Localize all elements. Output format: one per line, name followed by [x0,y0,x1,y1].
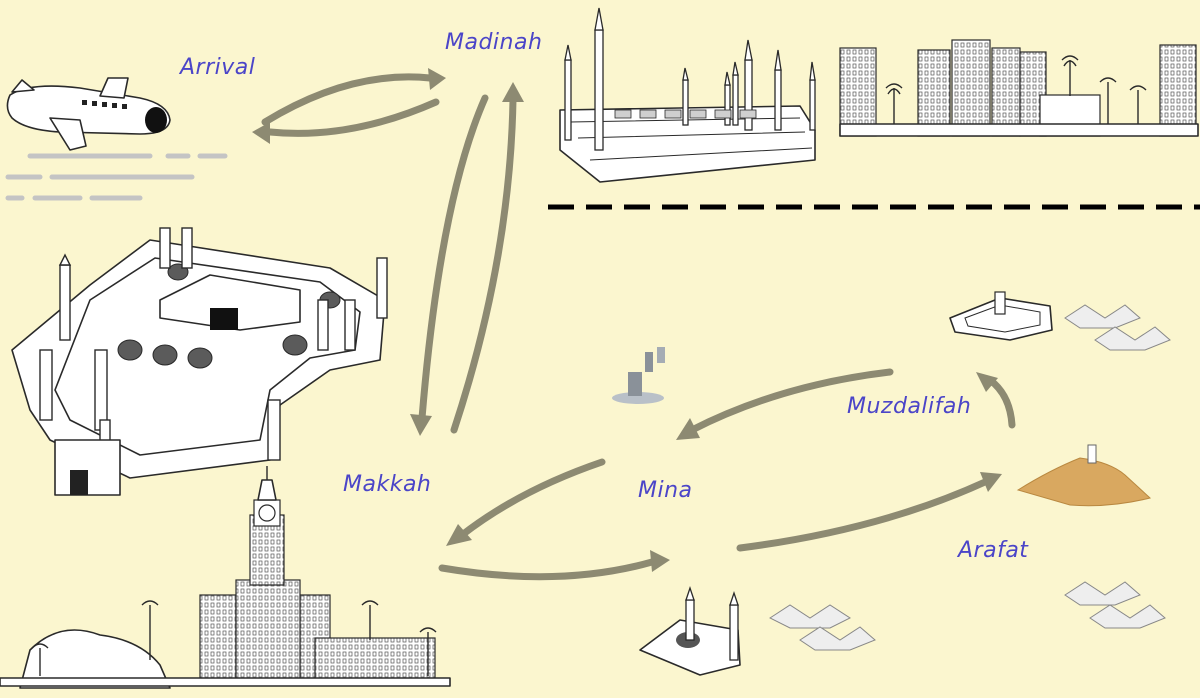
makkah-clock-tower [0,466,451,689]
tents-icon [768,304,1171,651]
madinah-skyline [839,39,1199,137]
label-arafat: Arafat [958,538,1029,563]
jamarat-icon [612,347,665,404]
madinah-mosque [559,7,816,183]
label-mina: Mina [638,478,693,503]
label-makkah: Makkah [343,472,432,497]
mina-mosque [639,585,741,676]
label-madinah: Madinah [445,30,543,55]
runway-marks [5,153,228,201]
masjid-al-haram [11,227,388,496]
label-muzdalifah: Muzdalifah [847,394,972,419]
muzdalifah-mosque [949,291,1053,341]
mount-arafat [1016,444,1152,507]
label-arrival: Arrival [180,55,256,80]
route-arrows [252,68,1016,581]
airplane-icon [6,77,171,151]
